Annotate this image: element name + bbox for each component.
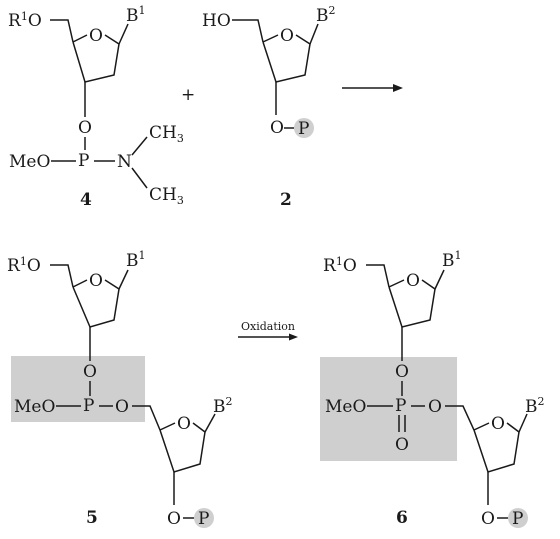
compound-5: R1O O B1 O P MeO O O B2 O P 5	[7, 249, 233, 529]
arrow-head	[289, 333, 298, 341]
base-bond	[118, 23, 129, 45]
o-link-label: O	[115, 397, 129, 417]
c5-bond-2	[132, 405, 161, 431]
compound-2: HO O B2 O P 2	[202, 4, 336, 210]
o3-label: O	[270, 118, 284, 138]
compound-number: 5	[86, 508, 98, 528]
ch3-bottom: CH3	[149, 185, 184, 207]
o3-label: O	[83, 362, 97, 382]
c5-bond	[232, 19, 264, 43]
o3-label: O	[395, 362, 409, 382]
compound-number: 2	[280, 190, 292, 210]
furanose-ring-1	[72, 279, 120, 328]
p-circle-label: P	[298, 119, 309, 139]
base1-label: B1	[442, 249, 462, 271]
o-double-label: O	[395, 435, 409, 455]
base1-label: B1	[126, 249, 146, 271]
base2-bond	[204, 413, 216, 433]
furanose-ring-1	[388, 279, 436, 328]
oxidation-label: Oxidation	[241, 320, 295, 333]
p-circle-label: P	[512, 509, 523, 529]
c5-bond	[366, 264, 390, 288]
n-methyl-bonds	[131, 136, 148, 189]
c5-bond-2	[445, 405, 475, 431]
c5-bond	[50, 264, 74, 288]
furanose-ring-2	[473, 422, 520, 473]
phosphate-highlight	[320, 357, 457, 461]
p-label: P	[395, 396, 406, 416]
meo-label: MeO	[325, 397, 366, 417]
meo-label: MeO	[14, 397, 55, 417]
ring-oxygen-2: O	[177, 414, 191, 434]
p-label: P	[78, 151, 89, 171]
r1o-label: R1O	[323, 255, 357, 276]
base1-bond	[118, 269, 129, 290]
base-bond	[309, 23, 319, 45]
o3-label: O	[78, 118, 92, 138]
ring-oxygen-1: O	[89, 271, 103, 291]
base2-label: B2	[525, 395, 545, 417]
compound-6: R1O O B1 O P MeO O O O B2 O P 6	[320, 249, 545, 529]
base2-bond	[518, 413, 528, 433]
n-label: N	[117, 152, 132, 172]
furanose-ring-2	[159, 422, 206, 473]
ring-oxygen: O	[89, 26, 103, 46]
base-label: B2	[316, 4, 336, 26]
p-o-double-bond	[398, 415, 406, 432]
p-circle-label: P	[198, 509, 209, 529]
o3b-label: O	[167, 509, 181, 529]
compound-4: R1O O B1 O P MeO N CH3 CH3 4	[8, 4, 184, 210]
phosphite-highlight	[11, 356, 145, 422]
meo-label: MeO	[9, 152, 50, 172]
base-label: B1	[126, 4, 146, 26]
r1o-label: R1O	[8, 10, 42, 31]
oxidation-arrow: Oxidation	[238, 320, 298, 341]
o-link-label: O	[428, 397, 442, 417]
ring-oxygen: O	[280, 26, 294, 46]
plus-sign: +	[181, 85, 195, 105]
c5-bond	[50, 19, 74, 43]
phosphate-circle	[294, 118, 314, 138]
ring-oxygen-1: O	[406, 271, 420, 291]
compound-number: 6	[396, 508, 408, 528]
furanose-ring	[72, 34, 120, 83]
phosphate-circle	[194, 508, 214, 528]
p-label: P	[83, 396, 94, 416]
compound-number: 4	[80, 190, 92, 210]
reaction-arrow-top	[342, 84, 403, 92]
o3b-label: O	[481, 509, 495, 529]
ch3-top: CH3	[149, 123, 184, 145]
ring-oxygen-2: O	[491, 414, 505, 434]
furanose-ring	[262, 34, 311, 83]
ho-label: HO	[202, 11, 231, 31]
phosphate-circle	[508, 508, 528, 528]
r1o-label: R1O	[7, 255, 41, 276]
arrow-head	[393, 84, 403, 92]
base1-bond	[434, 269, 445, 290]
base2-label: B2	[213, 395, 233, 417]
